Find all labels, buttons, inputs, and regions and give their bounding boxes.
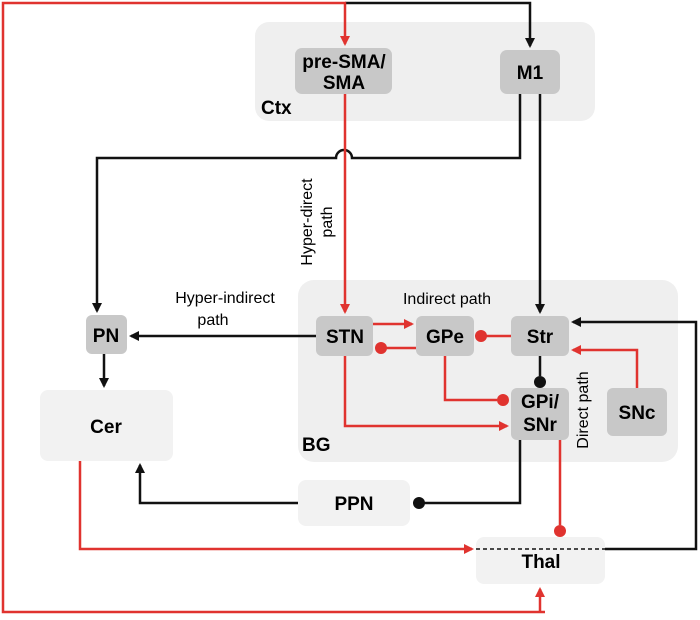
pn-label: PN — [93, 326, 119, 347]
str-label: Str — [527, 327, 554, 348]
thal-label: Thal — [521, 552, 560, 573]
stn-inhibitory-terminal — [375, 342, 387, 354]
ppn-node — [298, 480, 410, 526]
bg-region — [298, 280, 678, 462]
m1-node — [500, 50, 560, 94]
indirect-path-label: Indirect path — [403, 291, 491, 308]
cer-node — [40, 390, 173, 461]
cortex-top-to-m1-connection — [345, 1, 535, 48]
ctx-region-label: Ctx — [261, 98, 292, 119]
gpi-inhibitory-terminal — [534, 376, 546, 388]
str-node — [511, 316, 569, 356]
gpe-inhibitory-terminal — [475, 330, 487, 342]
gpi-snr-node — [511, 388, 569, 440]
gpe-label: GPe — [426, 327, 464, 348]
thal-to-str-connection — [571, 317, 698, 551]
hyper-direct-label-line2: path — [319, 206, 336, 237]
gpi-label-line2: SNr — [523, 415, 557, 436]
stn-node — [316, 316, 373, 356]
snc-node — [607, 388, 667, 436]
presma-label-line2: SMA — [323, 73, 366, 94]
snc-label: SNc — [619, 403, 656, 424]
hyper-indirect-label-line1: Hyper-indirect — [175, 290, 275, 307]
gpi-from-gpe-inhibitory-terminal — [497, 394, 509, 406]
hyper-indirect-label-line2: path — [197, 312, 228, 329]
gpe-to-gpi-inhibitory-connection — [443, 356, 497, 402]
stn-to-gpi-connection — [343, 356, 509, 431]
ctx-region — [255, 22, 595, 121]
hyper-direct-label-line1: Hyper-direct — [299, 178, 316, 266]
cer-to-thal-connection — [78, 461, 474, 554]
bg-region-label: BG — [302, 435, 331, 456]
direct-path-label: Direct path — [575, 371, 592, 448]
thal-node — [476, 537, 605, 584]
ppn-to-cer-connection — [135, 463, 298, 505]
ppn-label: PPN — [334, 494, 373, 515]
pn-node — [86, 315, 127, 354]
thal-inhibitory-terminal — [554, 525, 566, 537]
gpe-node — [416, 316, 474, 356]
presma-node — [295, 48, 392, 94]
ppn-inhibitory-terminal — [413, 497, 425, 509]
m1-label: M1 — [517, 63, 544, 84]
presma-label-line1: pre-SMA/ — [302, 52, 386, 73]
snc-to-str-direct-connection — [571, 345, 639, 388]
thal-to-presma-loop-connection — [1, 1, 545, 614]
cer-label: Cer — [90, 417, 122, 438]
gpi-label-line1: GPi/ — [521, 392, 560, 413]
gpi-to-ppn-connection — [422, 440, 522, 505]
stn-label: STN — [326, 327, 364, 348]
